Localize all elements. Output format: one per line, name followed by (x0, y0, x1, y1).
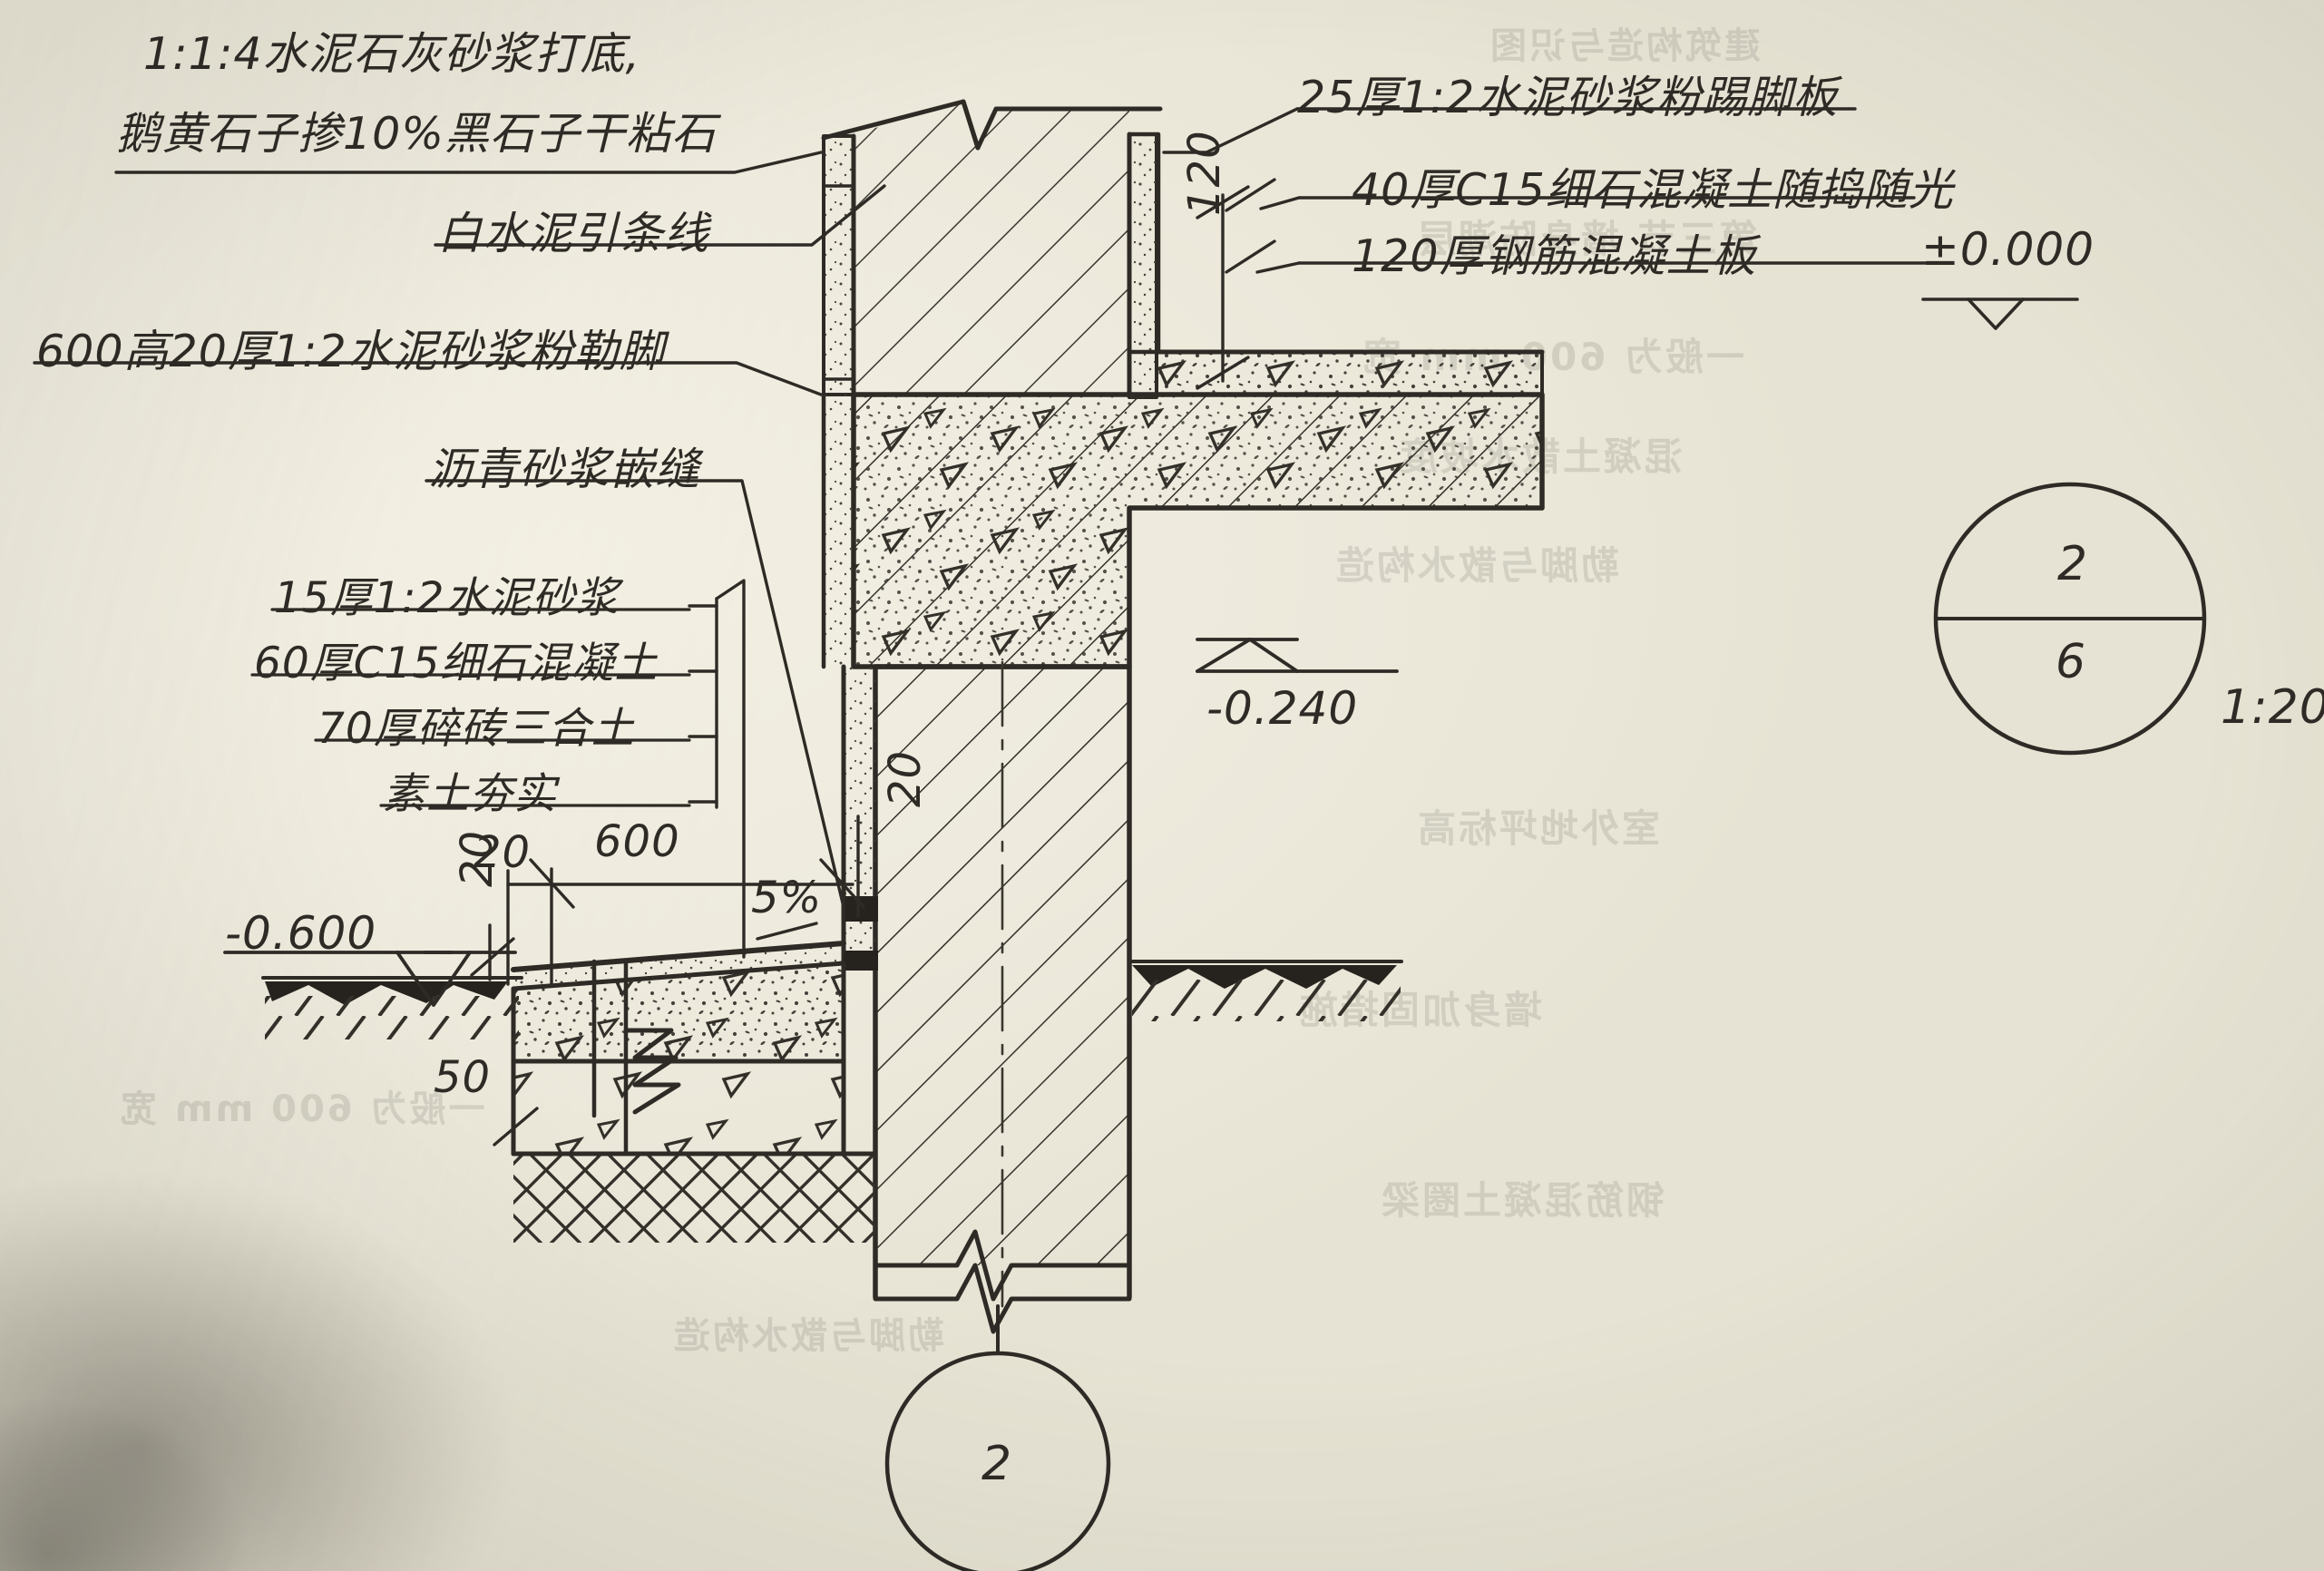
level-symbol-0600 (223, 951, 517, 1007)
lower-brick-wall (841, 660, 1132, 1334)
level-symbol-zero (1921, 298, 2079, 330)
dimension-600-apron: 600 (594, 816, 680, 867)
detail-tag-bottom-number: 6 (2055, 635, 2087, 689)
annotation-white-cement: 白水泥引条线 (437, 208, 710, 259)
annotation-layer-rubble: 70厚碎砖三合土 (317, 704, 635, 754)
level-minus-0240-text: -0.240 (1206, 682, 1359, 735)
annotation-layer-subgrade: 素土夯实 (383, 769, 557, 819)
apron-assembly (511, 941, 878, 1243)
upper-brick-wall (821, 99, 1163, 399)
level-zero-text: ±0.000 (1921, 223, 2095, 276)
annotation-finish-line2: 鹅黄石子掺10%黑石子干粘石 (116, 108, 717, 160)
leader-lines-right (1162, 107, 1945, 274)
annotation-plinth: 600高20厚1:2水泥砂浆粉勒脚 (36, 326, 665, 377)
floor-slab-assembly (1127, 132, 1545, 510)
dimension-120: 120 (1179, 130, 1230, 216)
detail-bubble-bottom (884, 1304, 1111, 1571)
leader-lines-left (33, 151, 886, 959)
bottom-detail-tag-number: 2 (981, 1437, 1013, 1491)
dimension-20-apron: 20 (474, 827, 532, 878)
annotation-asphalt-joint: 沥青砂浆嵌缝 (428, 444, 701, 495)
dimension-lines (470, 185, 1250, 1152)
annotation-layer-concrete: 60厚C15细石混凝土 (254, 639, 659, 688)
annotation-topping: 40厚C15细石混凝土随捣随光 (1352, 164, 1954, 216)
slope-label-5-percent: 5% (751, 873, 823, 923)
annotation-skirting: 25厚1:2水泥砂浆粉踢脚板 (1297, 72, 1839, 123)
drawing-scale-label: 1:20 (2221, 680, 2324, 735)
floor-stack-underlines (250, 608, 691, 807)
detail-tag-top-number: 2 (2057, 537, 2089, 591)
ring-beam-concrete (821, 392, 1545, 669)
annotation-rc-slab: 120厚钢筋混凝土板 (1352, 230, 1757, 282)
dimension-20-vert: 20 (452, 829, 503, 887)
annotation-finish-line1: 1:1:4水泥石灰砂浆打底, (143, 28, 641, 80)
detail-reference-circle (1933, 482, 2207, 756)
dimension-50: 50 (434, 1052, 492, 1103)
interior-grade-line (1128, 960, 1403, 1021)
exterior-grade-line (261, 976, 523, 1039)
dimension-20-wall: 20 (880, 749, 931, 807)
level-symbol-0240 (1196, 638, 1399, 673)
level-minus-0600-text: -0.600 (225, 907, 377, 960)
annotation-layer-mortar: 15厚1:2水泥砂浆 (274, 573, 620, 623)
